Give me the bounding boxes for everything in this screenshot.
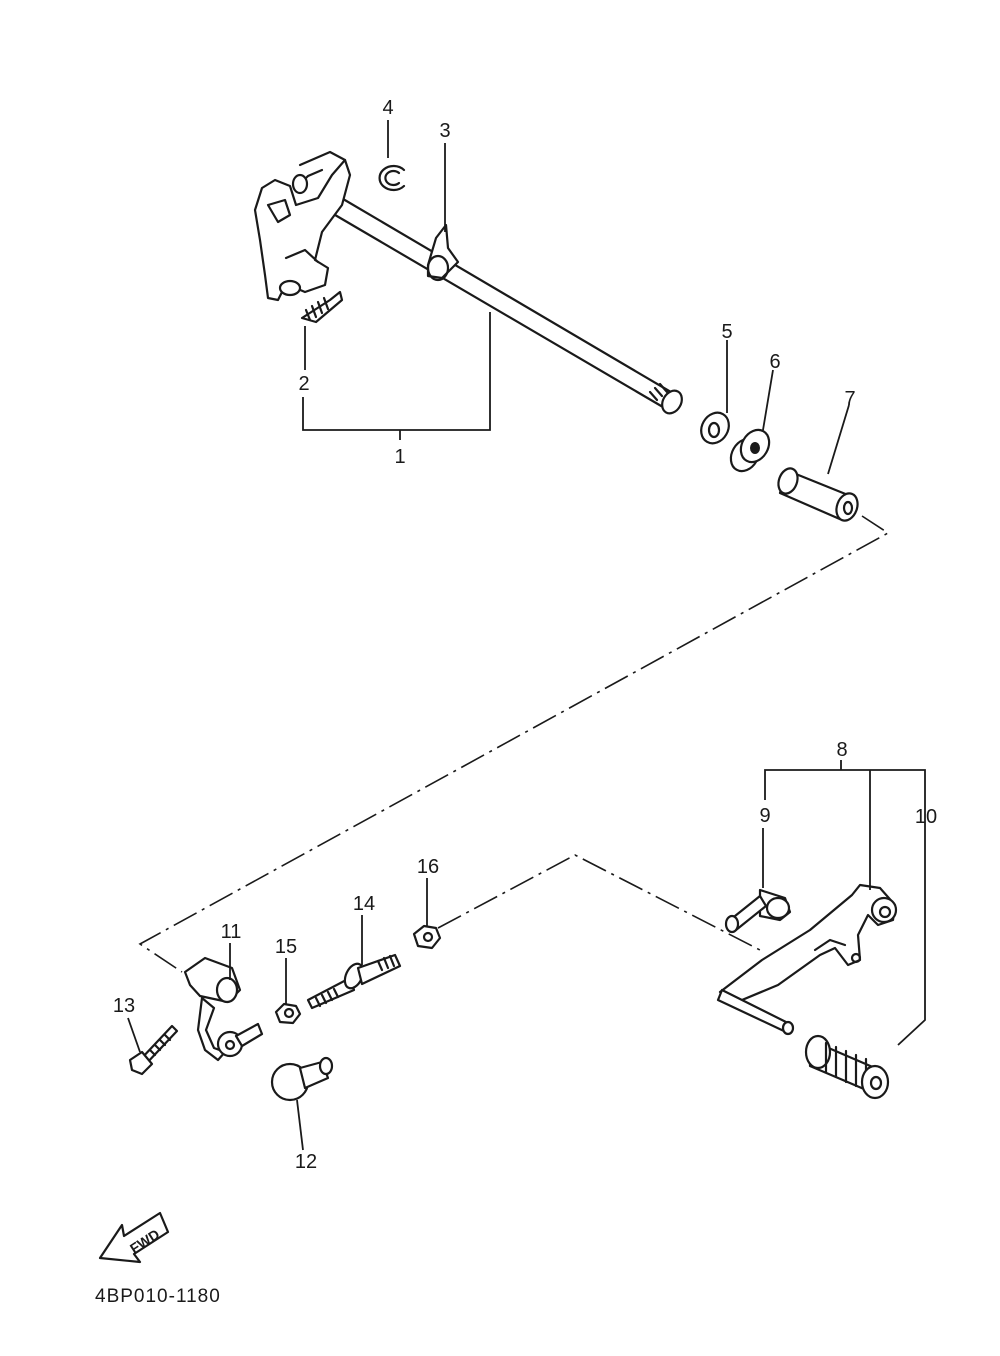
callout-11: 11: [221, 921, 242, 943]
callout-9: 9: [759, 805, 770, 827]
washer: [700, 411, 730, 445]
shift-arm: [183, 956, 264, 1062]
callout-15: 15: [275, 936, 297, 958]
leader-lines: [127, 120, 926, 1151]
oil-seal: [729, 428, 771, 473]
callout-12: 12: [295, 1151, 317, 1173]
shift-pedal-assembly: [716, 883, 898, 1036]
nut: [274, 1002, 302, 1025]
callout-8: 8: [836, 739, 847, 761]
callout-3: 3: [439, 120, 450, 142]
callout-4: 4: [382, 97, 393, 119]
callout-7: 7: [844, 388, 855, 410]
callout-2: 2: [298, 373, 309, 395]
callout-5: 5: [721, 321, 732, 343]
rod-joint: [724, 888, 792, 934]
nut: [412, 924, 442, 950]
callout-10: 10: [915, 806, 937, 828]
joint-ball: [270, 1056, 334, 1102]
diagram-code: 4BP010-1180: [95, 1286, 221, 1307]
circlip: [378, 164, 406, 192]
callout-16: 16: [417, 856, 439, 878]
callout-1: 1: [394, 446, 405, 468]
bolt: [128, 1024, 179, 1076]
shift-shaft-assembly: [253, 150, 683, 415]
pedal-rubber: [804, 1034, 890, 1100]
collar: [777, 467, 859, 522]
assembly-lines: [138, 515, 890, 973]
callout-14: 14: [353, 893, 375, 915]
callout-6: 6: [769, 351, 780, 373]
forward-arrow-icon: FWD: [98, 1211, 170, 1264]
stud-bolt: [306, 953, 402, 1010]
callout-13: 13: [113, 995, 135, 1017]
